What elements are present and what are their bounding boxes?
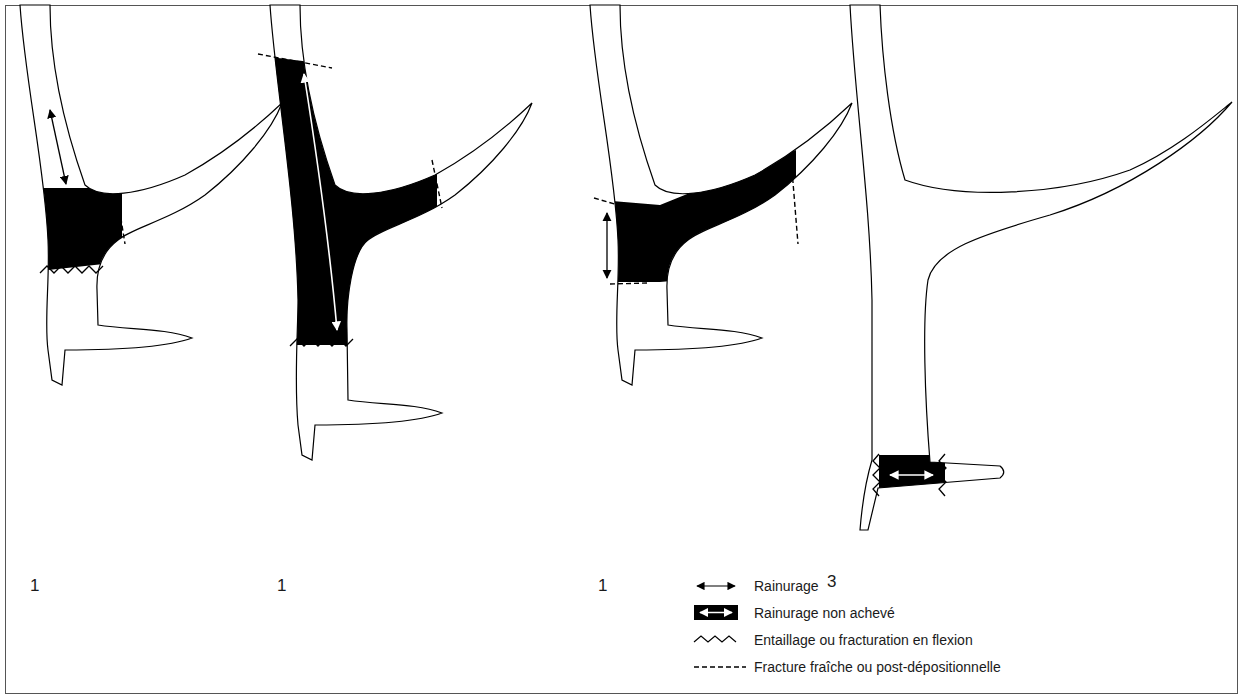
legend-samples: [694, 586, 746, 667]
unfinished-groove-arrow: [304, 74, 337, 330]
legend-groove-sample: [697, 585, 735, 586]
grooved-zone: [255, 55, 437, 345]
groove-arrows: [50, 74, 933, 475]
notch-marks: [40, 266, 946, 496]
unfinished-groove-arrow: [890, 474, 933, 476]
groove-arrow: [606, 213, 607, 278]
dashed-fracture: [792, 170, 798, 244]
dashed-fracture: [258, 54, 332, 68]
zigzag-mark: [40, 266, 103, 273]
dashed-fracture: [117, 194, 125, 244]
callout-number: 1: [30, 576, 39, 596]
groove-arrow: [50, 110, 66, 184]
legend-dashed-sample: [694, 666, 746, 668]
figure-frame: [6, 6, 1238, 694]
antler-outline: [590, 5, 852, 385]
callout-number: 3: [827, 572, 836, 592]
grooved-zone: [600, 150, 796, 282]
legend-text: Rainurage: [754, 577, 819, 595]
fracture-lines: [117, 54, 798, 284]
dashed-fracture: [610, 283, 648, 284]
legend-text: Fracture fraîche ou post-dépositionnelle: [754, 658, 1001, 676]
zigzag-mark: [873, 454, 880, 496]
legend-text: Rainurage non achevé: [754, 604, 895, 622]
legend-unfinished-arrow: [700, 612, 732, 614]
dashed-fracture: [594, 198, 618, 205]
worked-zones: [30, 55, 945, 495]
antler-outline: [850, 5, 1232, 530]
antler-outlines: [20, 5, 1232, 530]
zigzag-mark: [290, 339, 353, 346]
legend-unfinished-sample: [694, 605, 738, 620]
legend-zigzag-sample: [694, 636, 736, 642]
legend-text: Entaillage ou fracturation en flexion: [754, 631, 973, 649]
grooved-zone: [879, 455, 945, 495]
grooved-zone: [30, 188, 122, 272]
callout-number: 1: [598, 576, 607, 596]
zigzag-mark: [939, 454, 946, 496]
antler-outline: [20, 5, 282, 385]
callout-number: 1: [277, 576, 286, 596]
dashed-fracture: [432, 160, 442, 208]
